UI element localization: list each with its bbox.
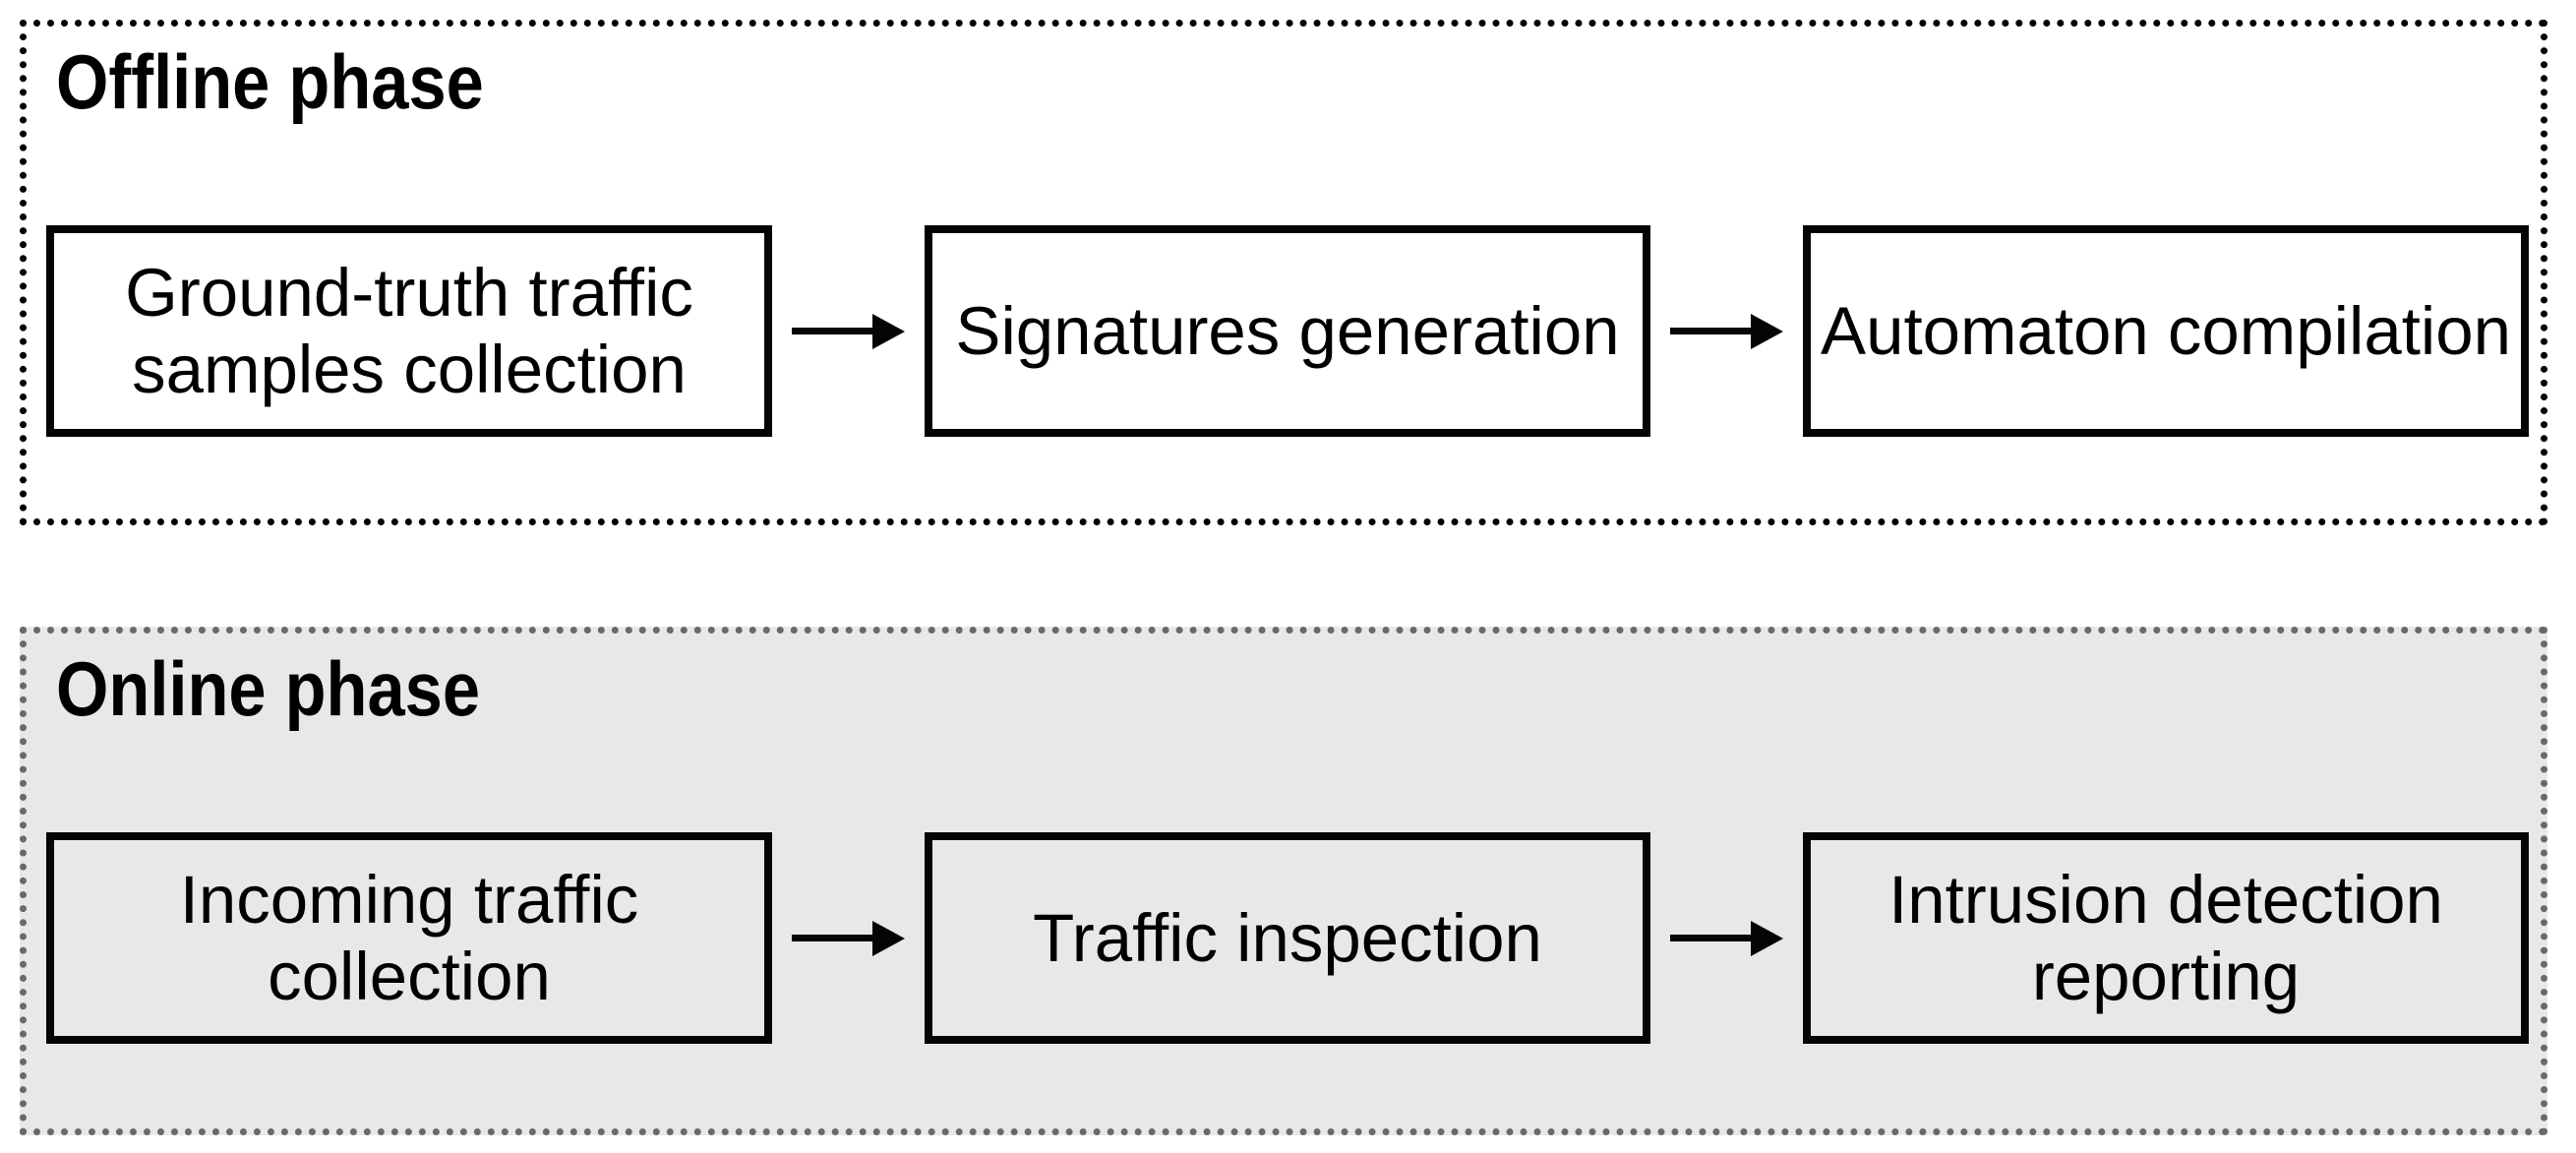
arrow-right-icon bbox=[772, 313, 925, 349]
step-box-traffic-inspection: Traffic inspection bbox=[925, 832, 1650, 1044]
arrow-shaft bbox=[1670, 328, 1751, 334]
step-label-line: Signatures generation bbox=[955, 292, 1620, 369]
step-box-ground-truth-collection: Ground-truth traffic samples collection bbox=[46, 225, 772, 437]
step-label-line: Automaton compilation bbox=[1821, 292, 2511, 369]
step-label-line: Traffic inspection bbox=[1033, 899, 1542, 976]
step-box-intrusion-detection-reporting: Intrusion detection reporting bbox=[1803, 832, 2529, 1044]
arrow-shaft bbox=[792, 328, 872, 334]
offline-steps-row: Ground-truth traffic samples collection … bbox=[46, 225, 2529, 437]
arrow-right-icon bbox=[772, 920, 925, 956]
online-phase-section: Online phase Incoming traffic collection… bbox=[20, 627, 2547, 1135]
arrow-head bbox=[872, 920, 905, 956]
step-box-incoming-traffic-collection: Incoming traffic collection bbox=[46, 832, 772, 1044]
step-label-line: Incoming traffic bbox=[179, 861, 639, 938]
arrow-right-icon bbox=[1650, 920, 1803, 956]
arrow-head bbox=[1751, 313, 1783, 349]
arrow-head bbox=[1751, 920, 1783, 956]
step-box-signatures-generation: Signatures generation bbox=[925, 225, 1650, 437]
online-phase-title-text: Online phase bbox=[56, 645, 481, 732]
online-phase-title: Online phase bbox=[56, 643, 538, 736]
step-label-line: Intrusion detection bbox=[1888, 861, 2443, 938]
offline-phase-section: Offline phase Ground-truth traffic sampl… bbox=[20, 20, 2547, 525]
arrow-head bbox=[872, 313, 905, 349]
offline-phase-title-text: Offline phase bbox=[56, 38, 484, 125]
offline-phase-title: Offline phase bbox=[56, 36, 542, 129]
arrow-shaft bbox=[1670, 935, 1751, 941]
step-label-line: reporting bbox=[2031, 938, 2301, 1014]
arrow-shaft bbox=[792, 935, 872, 941]
step-label-line: Ground-truth traffic bbox=[125, 254, 693, 331]
arrow-right-icon bbox=[1650, 313, 1803, 349]
step-label-line: samples collection bbox=[132, 331, 687, 407]
step-label-line: collection bbox=[268, 938, 551, 1014]
step-box-automaton-compilation: Automaton compilation bbox=[1803, 225, 2529, 437]
online-steps-row: Incoming traffic collection Traffic insp… bbox=[46, 832, 2529, 1044]
